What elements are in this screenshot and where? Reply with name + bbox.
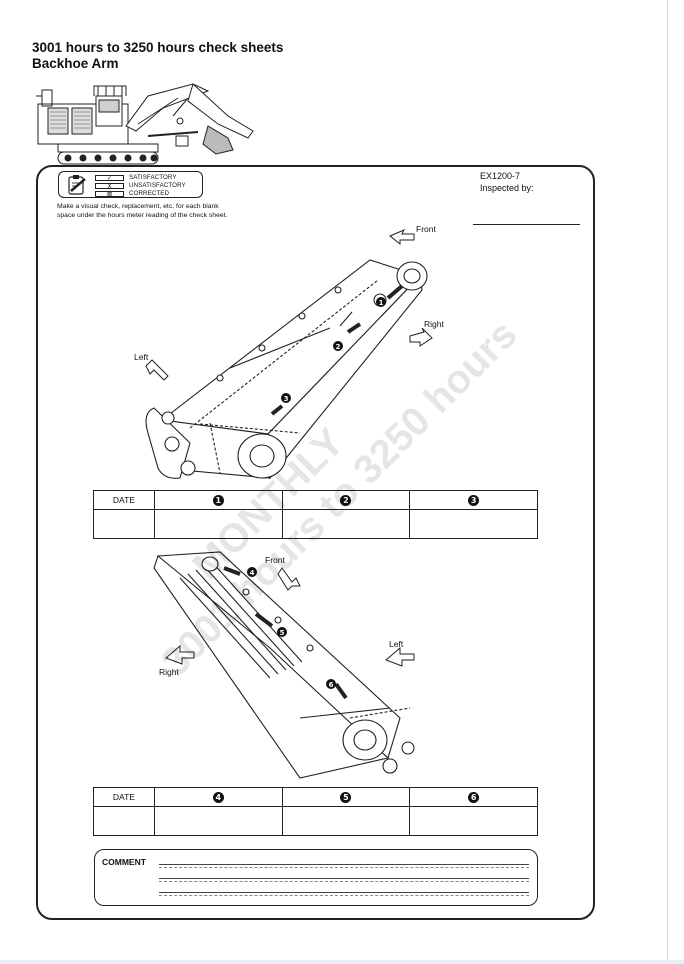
col-header-1: 1: [153, 490, 283, 510]
left-label-upper: Left: [134, 352, 149, 362]
marker-6: 6: [329, 681, 334, 689]
left-arrow-icon: [145, 359, 169, 381]
comment-label: COMMENT: [102, 857, 146, 867]
comment-line[interactable]: [159, 878, 529, 882]
right-arrow-icon: [409, 327, 433, 347]
marker-3: 3: [284, 395, 289, 403]
page-title: 3001 hours to 3250 hours check sheets Ba…: [32, 40, 283, 72]
col-num-6: 6: [468, 791, 480, 803]
inspected-by-signature-line: [473, 224, 580, 225]
left-label-lower: Left: [389, 639, 404, 649]
legend-symbol: ✓: [95, 174, 124, 181]
comment-box[interactable]: COMMENT: [94, 849, 538, 906]
right-arrow-icon: [165, 644, 195, 665]
instruction-line-2: space under the hours meter reading of t…: [57, 211, 228, 219]
check-cell-6[interactable]: [409, 806, 538, 836]
clipboard-pencil-icon: [68, 175, 86, 195]
check-cell-5[interactable]: [281, 806, 411, 836]
legend-label: SATISFACTORY: [129, 174, 177, 181]
check-table-upper: DATE 1 2 3: [93, 490, 538, 539]
check-cell-2[interactable]: [281, 509, 411, 539]
check-sheet-card: [36, 165, 595, 920]
col-num-4: 4: [212, 791, 224, 803]
arm-diagram-lower: 4 5 6: [153, 551, 415, 779]
col-num-1: 1: [212, 494, 224, 506]
date-header: DATE: [93, 490, 155, 510]
front-arrow-icon: [389, 229, 415, 246]
front-label-upper: Front: [416, 224, 436, 234]
col-header-3: 3: [409, 490, 538, 510]
col-header-6: 6: [409, 787, 538, 807]
model-block: EX1200-7 Inspected by:: [480, 170, 534, 194]
marker-4: 4: [250, 569, 255, 577]
check-cell-4[interactable]: [153, 806, 283, 836]
col-num-2: 2: [340, 494, 352, 506]
date-cell[interactable]: [93, 806, 155, 836]
check-cell-3[interactable]: [409, 509, 538, 539]
legend-symbol: ⊠: [95, 190, 124, 197]
legend-symbol: X: [95, 182, 124, 189]
check-cell-1[interactable]: [153, 509, 283, 539]
marker-5: 5: [280, 629, 285, 637]
comment-line[interactable]: [159, 864, 529, 868]
title-line-2: Backhoe Arm: [32, 56, 119, 71]
title-line-1: 3001 hours to 3250 hours check sheets: [32, 40, 284, 55]
front-arrow-icon: [277, 567, 301, 591]
front-label-lower: Front: [265, 555, 285, 565]
inspected-by-label: Inspected by:: [480, 183, 534, 193]
excavator-illustration: [36, 83, 254, 165]
legend-row-satisfactory: ✓ SATISFACTORY: [95, 174, 177, 181]
arm-diagram-upper: 1 2 3: [145, 229, 433, 480]
left-arrow-icon: [385, 646, 415, 667]
col-header-2: 2: [281, 490, 411, 510]
legend-label: UNSATISFACTORY: [129, 182, 186, 189]
model-code: EX1200-7: [480, 171, 521, 181]
marker-2: 2: [336, 343, 341, 351]
marker-1: 1: [379, 299, 384, 307]
legend-box: ✓ SATISFACTORY X UNSATISFACTORY ⊠ CORREC…: [58, 171, 203, 198]
legend-row-corrected: ⊠ CORRECTED: [95, 190, 169, 197]
date-header: DATE: [93, 787, 155, 807]
col-num-3: 3: [468, 494, 480, 506]
legend-row-unsatisfactory: X UNSATISFACTORY: [95, 182, 186, 189]
date-cell[interactable]: [93, 509, 155, 539]
viewer-bottom-strip: [0, 960, 684, 964]
col-header-4: 4: [153, 787, 283, 807]
col-num-5: 5: [340, 791, 352, 803]
instruction-text: Make a visual check, replacement, etc. f…: [57, 203, 267, 220]
right-label-lower: Right: [159, 667, 179, 677]
comment-line[interactable]: [159, 892, 529, 896]
col-header-5: 5: [281, 787, 411, 807]
legend-label: CORRECTED: [129, 190, 170, 197]
right-label-upper: Right: [424, 319, 444, 329]
instruction-line-1: Make a visual check, replacement, etc. f…: [57, 203, 219, 210]
check-table-lower: DATE 4 5 6: [93, 787, 538, 836]
